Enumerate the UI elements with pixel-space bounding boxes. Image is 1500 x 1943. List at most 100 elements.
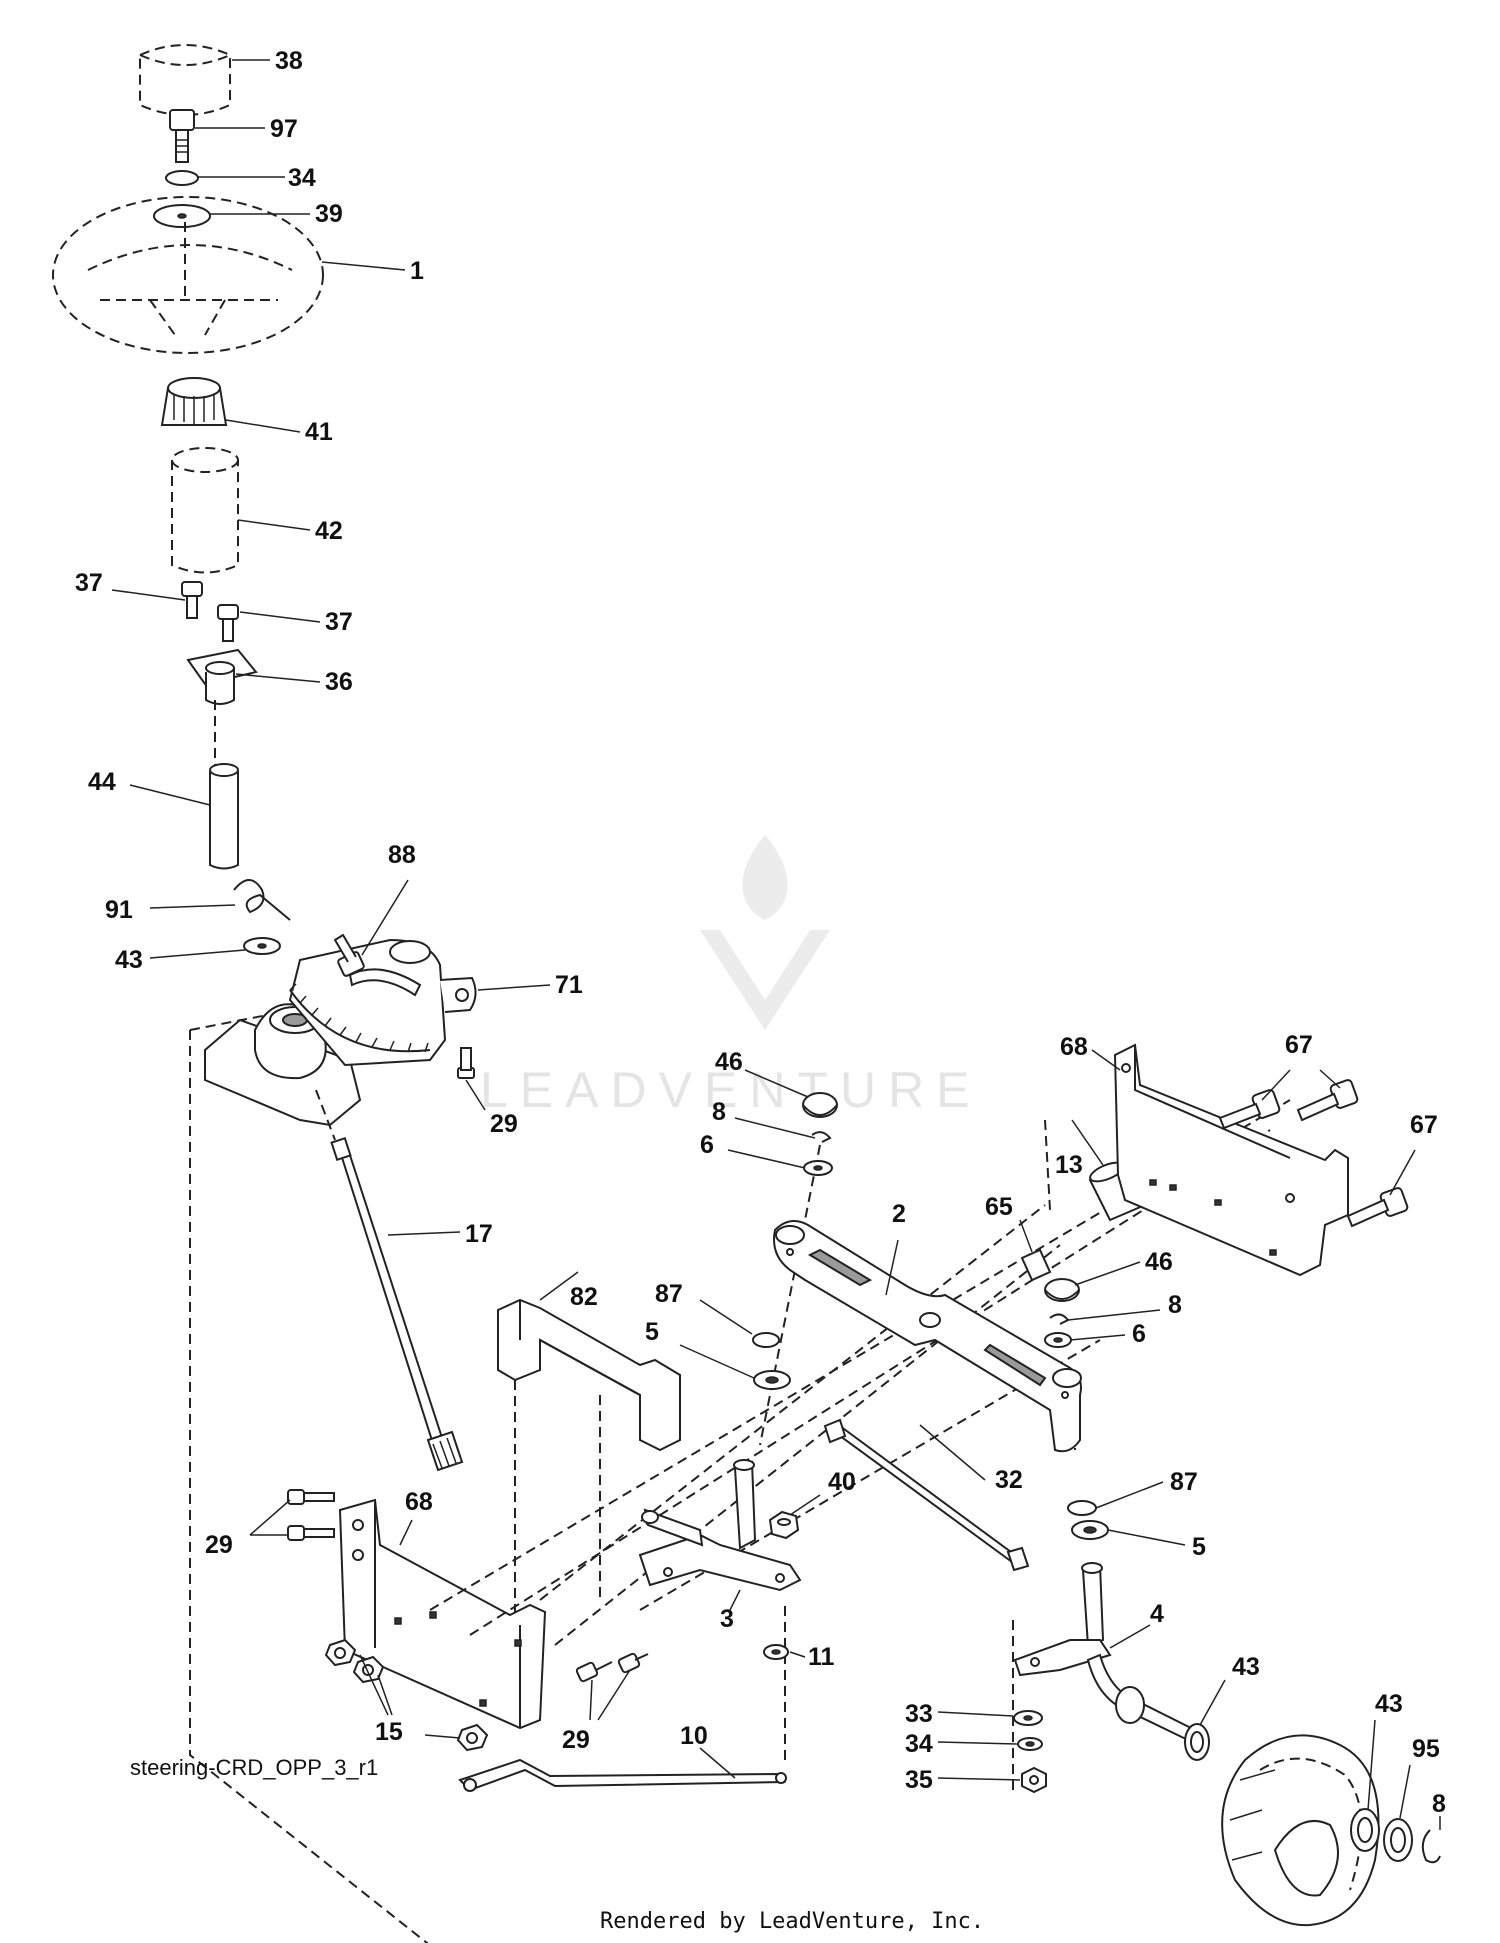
callout-39: 39 [315,200,343,228]
callout-68-left: 68 [405,1488,433,1516]
callout-46-lower: 46 [1145,1248,1173,1276]
callout-43-wheel-inner: 43 [1232,1653,1260,1681]
part-65-spacer [1020,1248,1052,1282]
callout-71: 71 [555,971,583,999]
part-88-bolt [333,933,365,977]
callout-34-lower: 34 [905,1730,933,1758]
callout-46-upper: 46 [715,1048,743,1076]
part-35-nut [1021,1766,1047,1794]
callout-1: 1 [410,257,424,285]
part-97-bolt [169,109,195,163]
callout-68-right: 68 [1060,1033,1088,1061]
callout-8-wheel: 8 [1432,1790,1446,1818]
callout-17: 17 [465,1220,493,1248]
part-41-splined-adapter [160,377,228,426]
callout-4: 4 [1150,1600,1164,1628]
leader-lines [111,59,1441,1830]
part-68-right-plate [1113,1043,1349,1277]
part-43-washer-wheel-inner [1184,1723,1210,1761]
part-2-front-axle [773,1220,1082,1453]
callout-82: 82 [570,1283,598,1311]
part-8-clip-wheel [1421,1829,1441,1864]
watermark: LEADVENTURE [480,835,982,1118]
watermark-flame-icon [742,835,788,920]
part-82-bracket [497,1298,681,1645]
callout-67-top: 67 [1285,1031,1313,1059]
callout-13: 13 [1055,1151,1083,1179]
part-8-clip-lower [1049,1313,1070,1325]
part-5-bushing-right [1071,1520,1109,1540]
part-3-left-spindle [638,1459,802,1592]
callout-33: 33 [905,1700,933,1728]
watermark-text: LEADVENTURE [480,1062,982,1118]
callout-67-right: 67 [1410,1111,1438,1139]
callout-10: 10 [680,1722,708,1750]
callout-87-right: 87 [1170,1468,1198,1496]
part-71-steering-box [189,938,477,1943]
callout-88: 88 [388,841,416,869]
credit-text: Rendered by LeadVenture, Inc. [600,1909,984,1934]
part-1-steering-wheel [52,196,324,354]
callout-2: 2 [892,1200,906,1228]
part-32-tie-rod [823,1418,1030,1572]
callout-3: 3 [720,1605,734,1633]
part-42-sleeve [171,447,239,574]
part-34-washer-lower [1017,1737,1043,1751]
center-line-shaft [315,1089,336,1141]
callout-36: 36 [325,668,353,696]
part-29-bolts-left-plate [287,1489,335,1541]
callout-8-upper: 8 [712,1098,726,1126]
part-46-cap-lower [1044,1278,1080,1302]
callout-11: 11 [808,1643,835,1671]
part-33-washer [1013,1710,1043,1726]
diagram-name-label: steering-CRD_OPP_3_r1 [130,1755,378,1780]
callout-38: 38 [275,47,303,75]
callout-5-right: 5 [1192,1533,1206,1561]
callout-35: 35 [905,1766,933,1794]
callout-44: 44 [88,768,116,796]
part-15-nuts [324,1638,489,1752]
callout-40: 40 [828,1468,856,1496]
part-44-shaft [209,763,239,870]
callout-97: 97 [270,115,298,143]
callout-15: 15 [375,1718,403,1746]
part-6-washer-upper [803,1160,833,1176]
part-37-screw-right [217,604,239,642]
part-95-washer [1383,1818,1413,1862]
callout-87-left: 87 [655,1280,683,1308]
part-8-clip-upper [811,1131,832,1143]
part-4-right-spindle [1013,1562,1197,1744]
callout-labels: 38 97 34 39 1 41 42 37 37 36 44 88 91 43… [75,47,1446,1818]
callout-43-wheel-outer: 43 [1375,1690,1403,1718]
callout-29-left: 29 [205,1531,233,1559]
part-37-screw-left [181,581,203,619]
callout-37-right: 37 [325,608,353,636]
part-67-bolts [1218,1079,1409,1228]
part-10-drag-link [458,1758,787,1792]
part-39-washer [153,204,211,228]
part-17-steering-shaft [330,1137,464,1472]
callout-5-left: 5 [645,1318,659,1346]
callout-95: 95 [1412,1735,1440,1763]
part-68-left-plate [338,1498,547,1730]
part-6-washer-lower [1044,1332,1072,1348]
callout-41: 41 [305,418,333,446]
callout-8-lower: 8 [1168,1291,1182,1319]
part-36-bushing-flange [186,648,258,705]
part-43-washer-wheel-outer [1350,1808,1380,1852]
part-34-washer [165,170,199,186]
part-38-cap [139,44,231,116]
callout-42: 42 [315,517,343,545]
part-29-bolts-lower [575,1652,649,1683]
part-87-washer-left [752,1332,780,1348]
part-11-washer [763,1644,789,1660]
part-5-bushing-left [753,1370,791,1390]
callout-43-upper: 43 [115,946,143,974]
watermark-v-icon [700,930,830,1030]
callout-65: 65 [985,1193,1013,1221]
part-43-washer [243,937,281,955]
callout-6-lower: 6 [1132,1320,1146,1348]
part-40-nut [768,1510,800,1540]
